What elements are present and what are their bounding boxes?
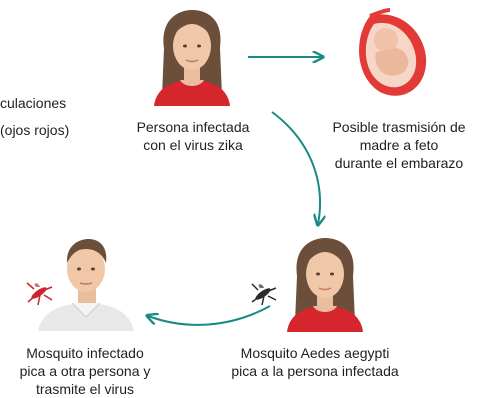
transmission-line1: Posible trasmisión de: [332, 119, 466, 135]
fetus-womb-icon: [350, 6, 430, 98]
transmission-line2: madre a feto: [359, 137, 439, 153]
bite-line1: Mosquito Aedes aegypti: [240, 345, 390, 361]
infected-person-label: Persona infectada con el virus zika: [118, 118, 268, 154]
arrow-to-infected-mosquito: [148, 305, 271, 326]
mosquito-icon-dark: [248, 282, 278, 306]
infected-person-line1: Persona infectada: [136, 119, 250, 135]
woman-face-icon: [150, 8, 234, 106]
bite-label: Mosquito Aedes aegypti pica a la persona…: [205, 344, 425, 380]
infected-mosquito-line1: Mosquito infectado: [26, 345, 144, 361]
infected-mosquito-line3: trasmite el virus: [35, 381, 135, 397]
bite-line2: pica a la persona infectada: [231, 363, 399, 379]
symptom-text-1: culaciones: [0, 95, 67, 111]
man-face-icon: [36, 233, 136, 331]
transmission-label: Posible trasmisión de madre a feto duran…: [314, 118, 481, 172]
transmission-line3: durante el embarazo: [334, 155, 464, 171]
infected-mosquito-label: Mosquito infectado pica a otra persona y…: [0, 344, 170, 398]
arrow-to-bite: [271, 111, 320, 224]
mosquito-icon-red: [24, 280, 54, 306]
woman-face-icon-bitten: [283, 236, 367, 332]
infected-mosquito-line2: pica a otra persona y: [19, 363, 151, 379]
infected-person-line2: con el virus zika: [143, 137, 243, 153]
symptom-text-2: (ojos rojos): [0, 122, 70, 138]
